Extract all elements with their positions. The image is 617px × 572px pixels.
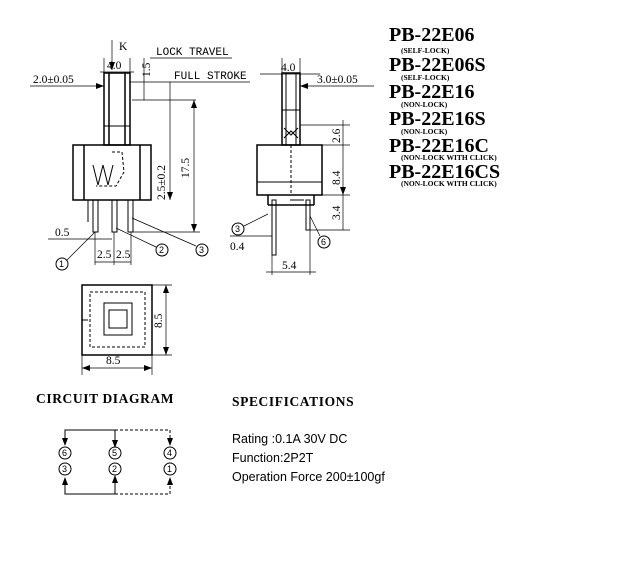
model-note: (NON-LOCK) <box>401 127 448 136</box>
lock-travel-label: LOCK TRAVEL <box>156 47 229 59</box>
circuit-diagram: CIRCUIT DIAGRAM 6 5 4 3 2 1 <box>36 391 177 495</box>
spec-rating: Rating :0.1A 30V DC <box>232 432 347 446</box>
model-name: PB-22E16CS <box>389 161 500 183</box>
model-note: (SELF-LOCK) <box>401 46 450 55</box>
dim-width-side: 4.0 <box>281 62 296 74</box>
terminal-pin <box>111 199 118 233</box>
circuit-pin <box>108 446 122 460</box>
pin-number: 6 <box>321 237 326 247</box>
model-note: (NON-LOCK WITH CLICK) <box>401 179 497 188</box>
circuit-link-dashed <box>115 479 171 495</box>
front-view: 4.0 K 2.0±0.05 1.5 LOCK TRAVEL FULL STRO… <box>30 40 250 271</box>
model-list: PB-22E06 (SELF-LOCK) PB-22E06S (SELF-LOC… <box>389 24 500 188</box>
dim-offset-label: 2.0±0.05 <box>33 74 74 86</box>
spec-operation-force: Operation Force 200±100gf <box>232 470 385 484</box>
circuit-link-dashed <box>115 429 171 444</box>
pin-number: 2 <box>159 245 164 255</box>
model-name: PB-22E06 <box>389 24 475 46</box>
terminal-pin <box>92 199 99 233</box>
model-note: (SELF-LOCK) <box>401 73 450 82</box>
dim-pitch-left: 2.5 <box>97 249 112 261</box>
terminal-pin-side <box>271 199 277 256</box>
spring-shape <box>92 164 114 186</box>
dim-height-label: 17.5 <box>180 158 192 178</box>
stem-outline <box>281 72 301 146</box>
dim-pin-len-side: 3.4 <box>331 205 343 220</box>
full-stroke-label: FULL STROKE <box>174 71 247 83</box>
specifications-title: SPECIFICATIONS <box>232 394 354 409</box>
dim-bottom-side: 5.4 <box>282 260 297 272</box>
dim-width-label: 4.0 <box>107 60 122 72</box>
specifications: SPECIFICATIONS Rating :0.1A 30V DC Funct… <box>232 394 385 484</box>
model-name: PB-22E16S <box>389 108 486 130</box>
plunger-top <box>103 302 133 336</box>
model-note: (NON-LOCK WITH CLICK) <box>401 153 497 162</box>
pin-callout <box>155 243 169 257</box>
circuit-pin-number: 1 <box>167 464 172 474</box>
top-view-outline <box>81 284 153 356</box>
top-view: 8.5 8.5 <box>81 284 172 375</box>
spec-function: Function:2P2T <box>232 451 314 465</box>
circuit-pin <box>108 462 122 476</box>
circuit-pin-number: 3 <box>62 464 67 474</box>
dim-width-top: 8.5 <box>106 355 121 367</box>
model-note: (NON-LOCK) <box>401 100 448 109</box>
dim-height-top: 8.5 <box>153 313 165 328</box>
circuit-pin <box>163 446 177 460</box>
pin-callout <box>231 222 245 236</box>
model-name: PB-22E06S <box>389 54 486 76</box>
circuit-pin <box>58 446 72 460</box>
circuit-pin <box>58 462 72 476</box>
side-view: 4.0 3.0±0.05 2.6 8.4 3.4 0.4 5.4 3 6 <box>230 58 374 275</box>
pin-number: 1 <box>59 259 64 269</box>
dim-travel-label: 1.5 <box>141 62 153 77</box>
circuit-link <box>64 479 115 495</box>
dim-top-side: 2.6 <box>331 128 343 143</box>
pin-number: 3 <box>235 224 240 234</box>
circuit-title: CIRCUIT DIAGRAM <box>36 391 174 406</box>
circuit-pin <box>163 462 177 476</box>
plunger-outline <box>103 72 131 146</box>
dim-pin-side: 0.4 <box>230 241 245 253</box>
dim-plunger-label: 2.5±0.2 <box>156 165 168 200</box>
switch-body-side <box>256 144 323 196</box>
model-name: PB-22E16C <box>389 135 489 157</box>
dim-pitch-right: 2.5 <box>116 249 131 261</box>
dim-body-side: 8.4 <box>331 170 343 185</box>
terminal-pin <box>127 199 134 233</box>
circuit-pin-number: 5 <box>112 448 117 458</box>
model-name: PB-22E16 <box>389 81 475 103</box>
pin-number: 3 <box>199 245 204 255</box>
pin-callout <box>55 257 69 271</box>
pin-callout <box>317 235 331 249</box>
pin-callout <box>195 243 209 257</box>
circuit-pin-number: 4 <box>167 448 172 458</box>
circuit-link <box>64 429 115 444</box>
terminal-pin-side <box>305 199 311 231</box>
circuit-pin-number: 2 <box>112 464 117 474</box>
dim-pin-label: 0.5 <box>55 227 70 239</box>
k-label: K <box>119 41 128 53</box>
dim-offset-side: 3.0±0.05 <box>317 74 358 86</box>
circuit-pin-number: 6 <box>62 448 67 458</box>
